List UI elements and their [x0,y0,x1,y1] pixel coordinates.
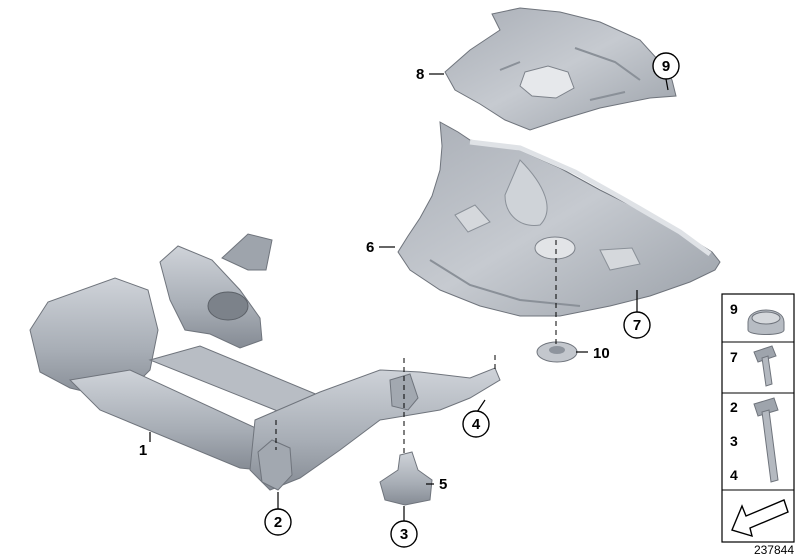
svg-text:10: 10 [593,345,610,362]
legend-panel: 9 7 2 3 4 [721,293,795,543]
callout-4[interactable]: 4 [462,399,490,438]
part-10-clip [536,341,578,363]
svg-text:2: 2 [730,399,738,415]
bolt-long-icon [753,397,779,483]
svg-text:6: 6 [366,239,374,256]
callout-7[interactable]: 7 [623,290,651,339]
svg-text:5: 5 [439,476,447,493]
callout-2[interactable]: 2 [264,492,292,536]
callout-9[interactable]: 9 [652,52,680,91]
svg-text:9: 9 [662,58,670,75]
legend-row-9[interactable]: 9 [730,301,785,335]
screw-short-icon [753,345,777,387]
svg-text:9: 9 [730,301,738,317]
callout-10[interactable]: 10 [576,345,610,362]
callout-1[interactable]: 1 [139,432,151,459]
part-5-bracket [379,451,433,506]
svg-text:7: 7 [633,317,641,334]
arrow-down-left-icon [731,499,789,538]
part-1-axle-carrier [29,233,501,491]
svg-text:8: 8 [416,66,424,83]
svg-text:1: 1 [139,442,147,459]
svg-text:7: 7 [730,349,738,365]
svg-text:4: 4 [472,416,481,433]
callout-6[interactable]: 6 [366,239,395,256]
callout-5[interactable]: 5 [426,476,447,493]
svg-text:3: 3 [730,433,738,449]
legend-row-2-3-4[interactable]: 2 3 4 [730,397,779,483]
legend-row-7[interactable]: 7 [730,345,777,387]
svg-text:3: 3 [400,526,408,543]
callout-8[interactable]: 8 [416,66,444,83]
part-8-shield [444,7,677,131]
svg-text:2: 2 [274,514,282,531]
part-6-underbody-panel [397,121,721,317]
svg-text:4: 4 [730,467,738,483]
callout-3[interactable]: 3 [390,506,418,548]
diagram-reference-number: 237844 [754,543,794,557]
